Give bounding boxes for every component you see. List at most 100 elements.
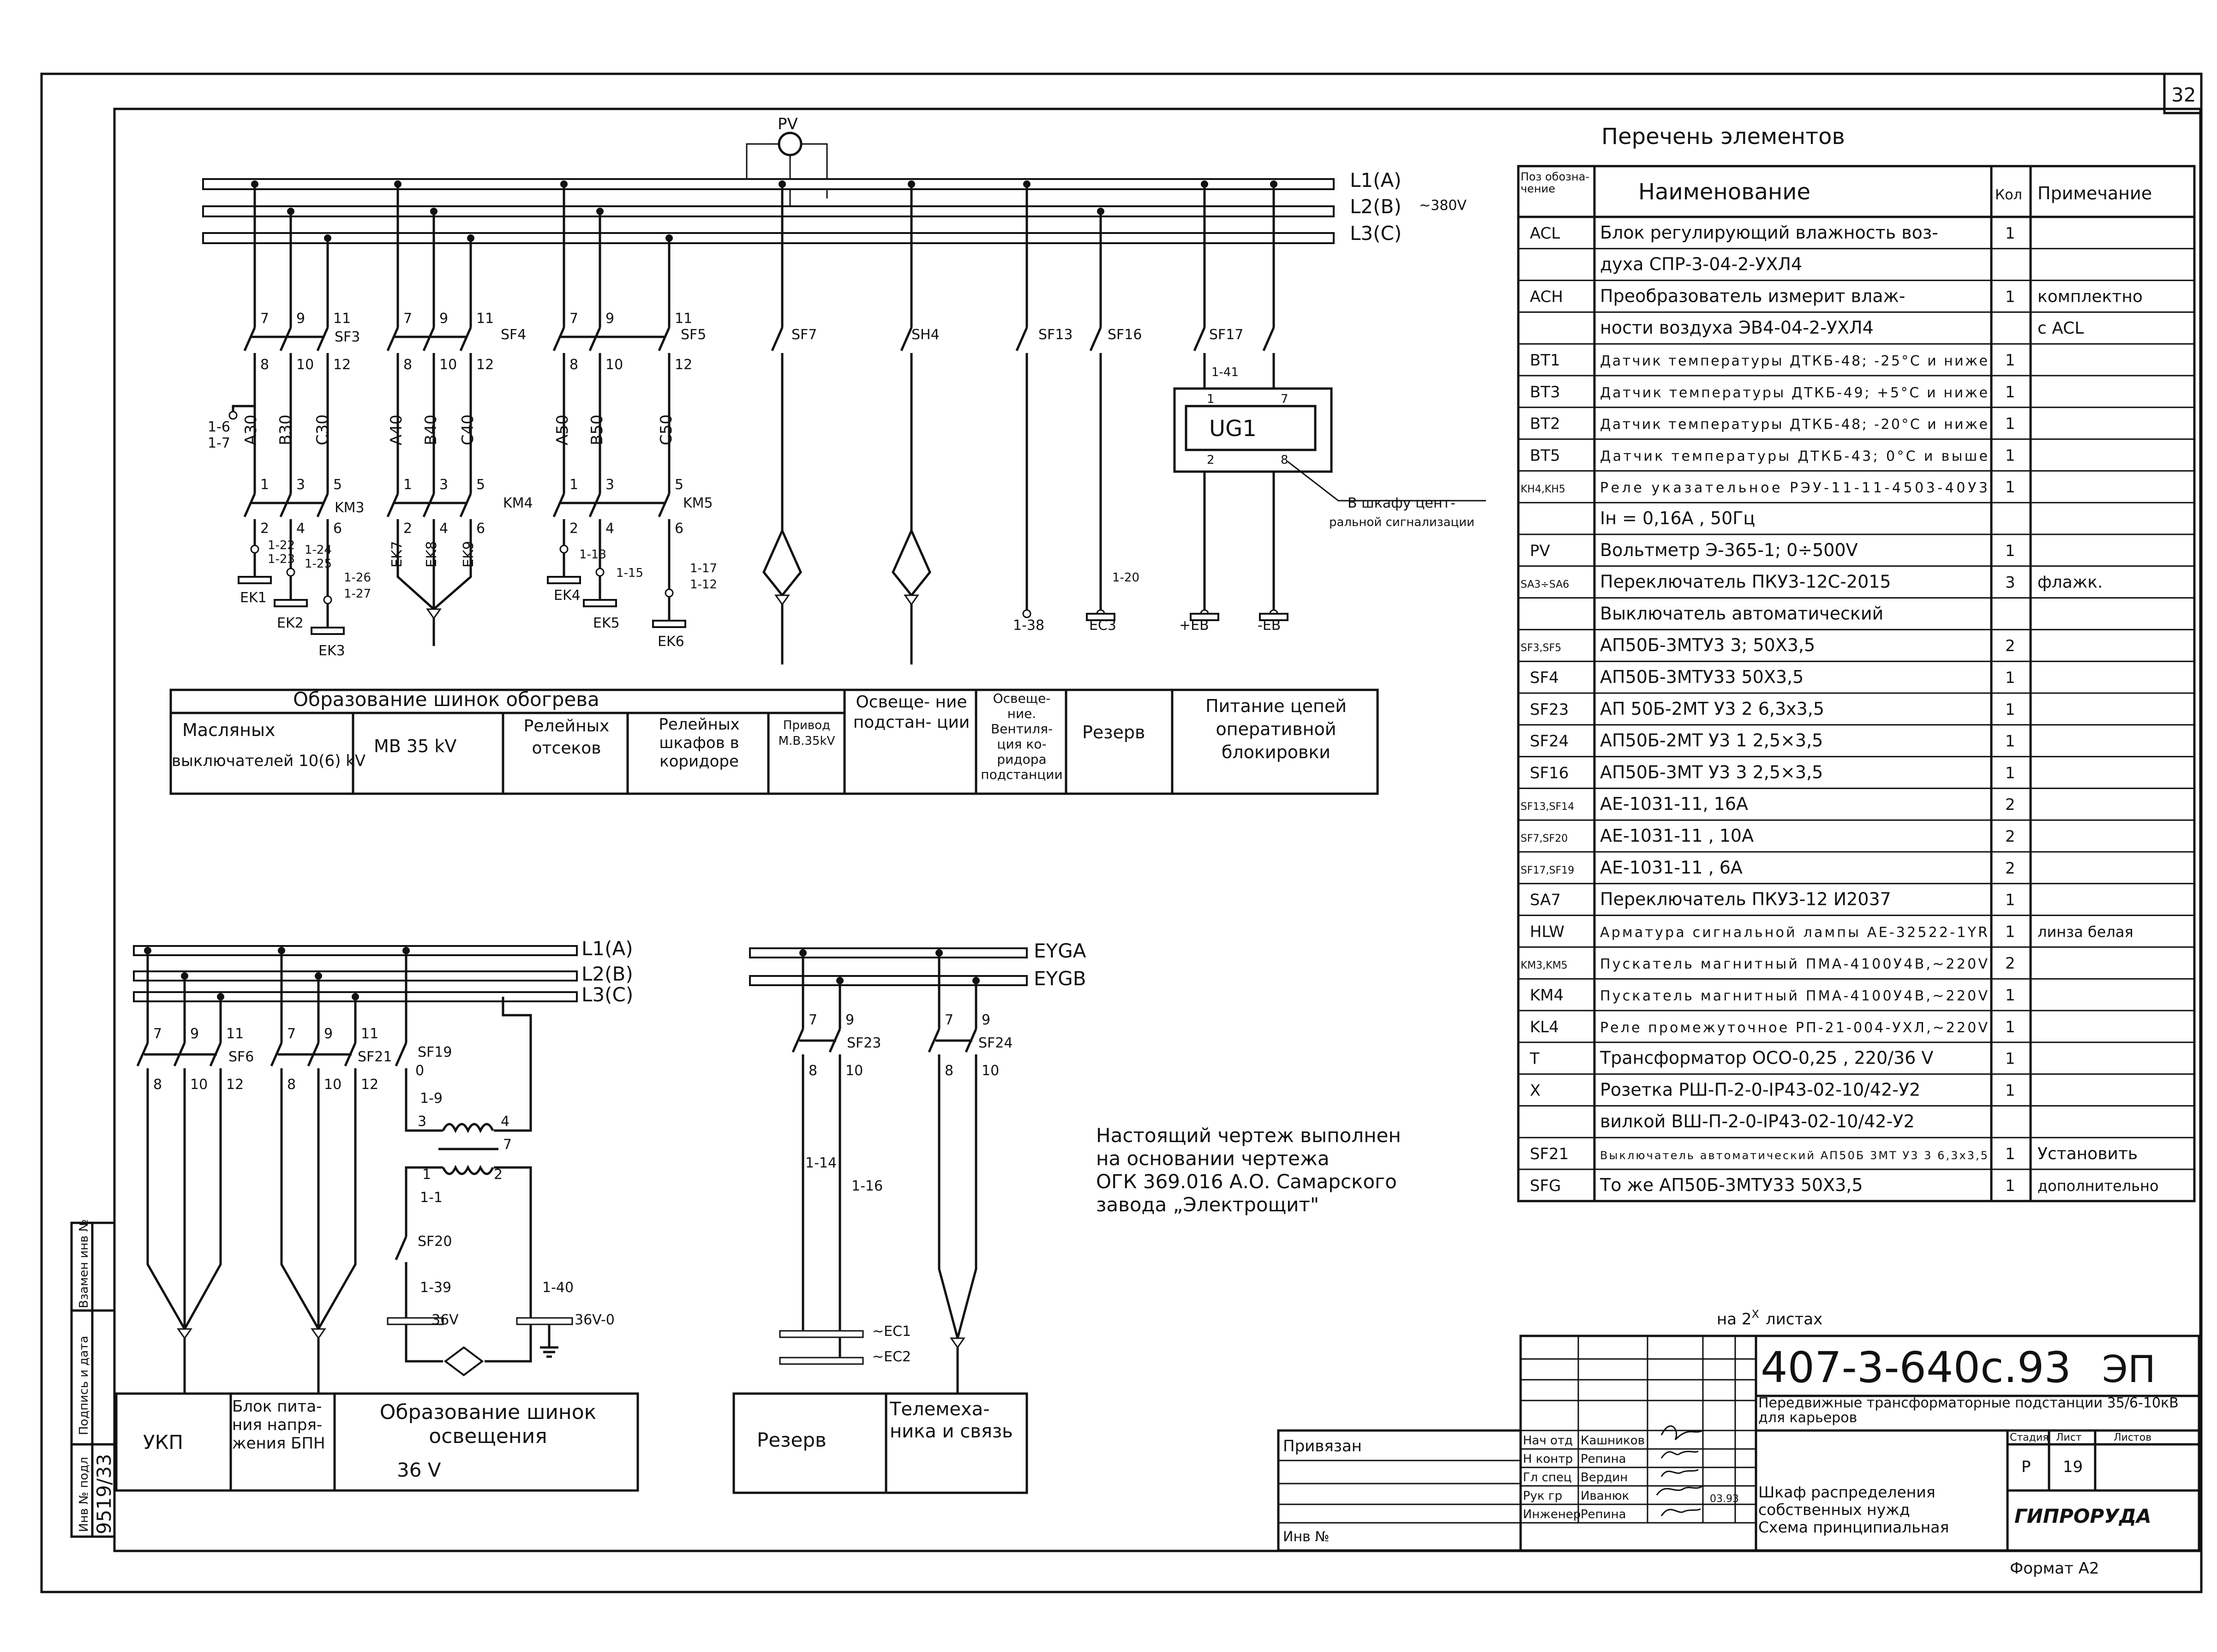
table-cell-name: Выключатель автоматический АП50Б 3МТ У3 … — [1600, 1149, 1988, 1162]
wire-a30: A30 — [242, 414, 260, 445]
lbl-1-23: 1-23 — [268, 552, 295, 566]
lbl-1-27: 1-27 — [344, 587, 371, 601]
table-cell-pos: SF13,SF14 — [1521, 801, 1574, 813]
terminal-label: 10 — [296, 357, 314, 373]
breaker-contact-icon — [658, 327, 671, 352]
table-cell-qty: 2 — [2005, 637, 2015, 655]
heating-cell-9: Питание цепей оперативной блокировки — [1205, 696, 1347, 762]
sf20-label: SF20 — [418, 1233, 452, 1250]
table-cell-name: Реле указательное РЭУ-11-11-4503-40У3 — [1600, 480, 1988, 496]
terminal-label: 1 — [569, 477, 578, 493]
wire-b50: B50 — [588, 414, 606, 445]
ek7-label: EK7 — [389, 541, 405, 568]
ec1-bus-icon — [779, 1330, 864, 1338]
eyga-bus — [749, 947, 1028, 958]
bus-36v0-icon — [516, 1317, 573, 1325]
lbl-ec1: ~EC1 — [872, 1323, 911, 1340]
table-cell-name: Пускатель магнитный ПМА-4100У4В,~220V — [1600, 988, 1988, 1004]
terminal-label: 11 — [361, 1026, 378, 1042]
breaker-contact-icon — [552, 327, 565, 352]
terminal-label: 1 — [260, 477, 269, 493]
heater-star-wire — [433, 528, 472, 610]
secondary-wire — [405, 1166, 443, 1227]
terminal-block-icon — [1086, 613, 1115, 621]
table-cell-pos: SFG — [1530, 1177, 1561, 1195]
breaker-contact-icon — [422, 327, 435, 352]
socket-wire — [405, 1324, 443, 1363]
terminal-icon — [559, 545, 569, 554]
wire-c50: C50 — [657, 414, 676, 445]
breaker-contact-icon — [270, 1042, 283, 1067]
heating-table-header: Образование шинок обогрева — [293, 688, 599, 711]
terminal-label: 2 — [403, 521, 412, 537]
breaker-contact-icon — [136, 1042, 149, 1067]
lbl-1-41: 1-41 — [1211, 365, 1239, 379]
contactor-contact-icon — [316, 493, 329, 518]
contactor-contact-icon — [243, 493, 256, 518]
sf19-label: SF19 — [418, 1044, 452, 1060]
ug1-pin1: 1 — [1207, 392, 1215, 406]
km5-label: KM5 — [683, 495, 713, 511]
inner-frame — [113, 108, 2202, 1552]
terminal-label: 9 — [439, 311, 448, 327]
breaker-contact-icon — [928, 1028, 941, 1053]
ug1-pin2: 2 — [1207, 453, 1215, 467]
sf16-label: SF16 — [1108, 327, 1142, 343]
lbl-ec3: EC3 — [1089, 617, 1116, 634]
terminal-icon — [665, 588, 674, 598]
terminal-label: 10 — [982, 1063, 999, 1079]
junction-dot — [394, 180, 401, 188]
bound-label: Привязан — [1283, 1437, 1362, 1455]
telemechanics-cell: Телемеха- ника и связь — [890, 1399, 1013, 1442]
table-cell-pos: SF4 — [1530, 669, 1559, 687]
terminal-label: 8 — [260, 357, 269, 373]
table-cell-qty: 1 — [2005, 1145, 2015, 1163]
role-5: Инженер — [1523, 1508, 1581, 1521]
breaker-contact-icon — [771, 327, 784, 352]
ll-bus-l1 — [133, 945, 578, 956]
terminal-label: 2 — [260, 521, 269, 537]
ek1-label: EK1 — [240, 590, 267, 606]
terminal-label: 4 — [296, 521, 305, 537]
terminal-label: 7 — [287, 1026, 296, 1042]
junction-dot — [467, 234, 474, 242]
table-cell-qty: 1 — [2005, 351, 2015, 370]
km4-label: KM4 — [503, 495, 533, 511]
sf5-label: SF5 — [681, 327, 706, 343]
project-title: Передвижные трансформаторные подстанции … — [1758, 1396, 2179, 1426]
eyga-label: EYGA — [1034, 940, 1086, 962]
lbl-1-15: 1-15 — [616, 566, 643, 580]
breaker-contact-icon — [588, 327, 601, 352]
load-fan-wire — [762, 362, 802, 598]
sheet-title: Шкаф распределения собственных нужд Схем… — [1758, 1484, 1949, 1536]
lbl-1-6: 1-6 — [208, 419, 230, 435]
note-line-1: Настоящий чертеж выполнен — [1096, 1124, 1401, 1147]
table-cell-note: флажк. — [2037, 573, 2103, 592]
table-cell-name: Преобразователь измерит влаж- — [1600, 286, 1905, 306]
table-cell-name: АЕ-1031-11 , 10А — [1600, 826, 1754, 846]
table-cell-name: Реле промежуточное РП-21-004-УХЛ,~220V — [1600, 1020, 1988, 1036]
transformer-secondary-icon — [442, 1165, 494, 1175]
table-cell-pos: SF21 — [1530, 1145, 1569, 1163]
lbl-1-26: 1-26 — [344, 571, 371, 585]
table-cell-qty: 2 — [2005, 827, 2015, 846]
junction-dot — [251, 180, 258, 188]
table-cell-pos: ACH — [1530, 287, 1563, 306]
breaker-contact-icon — [1193, 327, 1206, 352]
table-cell-name: Датчик температуры ДТКБ-49; +5°С и ниже — [1600, 385, 1988, 401]
terminal-label: 11 — [226, 1026, 244, 1042]
terminal-icon — [595, 568, 605, 577]
table-cell-pos: SF24 — [1530, 732, 1569, 751]
junction-dot — [287, 208, 294, 215]
sf4-label: SF4 — [501, 327, 526, 343]
terminal-label: 6 — [476, 521, 485, 537]
heating-cell-6: Освеще- ние подстан- ции — [853, 693, 970, 732]
lbl-1-25: 1-25 — [305, 557, 332, 571]
header-qty: Кол — [1995, 187, 2022, 203]
eygb-bus — [749, 975, 1028, 986]
role-2: Н контр — [1523, 1452, 1573, 1466]
table-cell-name: Блок регулирующий влажность воз- — [1600, 222, 1938, 243]
contactor-contact-icon — [459, 493, 472, 518]
table-cell-qty: 1 — [2005, 224, 2015, 243]
